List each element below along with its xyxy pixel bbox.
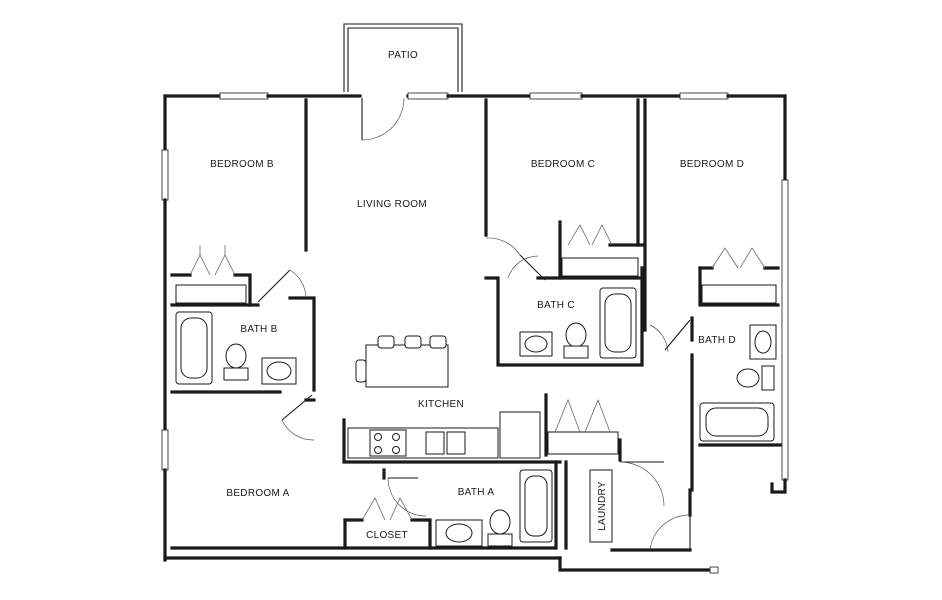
closet-kitchen	[547, 399, 619, 455]
label-bedroom-d: BEDROOM D	[680, 159, 744, 170]
interior-walls	[170, 98, 782, 552]
kitchen-fixtures	[347, 411, 541, 459]
bath-b-fixtures	[175, 311, 297, 385]
closet-bedroom-a	[361, 497, 413, 521]
doors	[257, 97, 691, 551]
label-bedroom-a: BEDROOM A	[226, 488, 289, 499]
label-bath-c: BATH C	[537, 300, 575, 311]
label-living-room: LIVING ROOM	[357, 199, 427, 210]
label-patio: PATIO	[388, 50, 418, 61]
label-bath-b: BATH B	[240, 324, 277, 335]
kitchen-island	[355, 335, 449, 388]
label-laundry: LAUNDRY	[597, 481, 608, 531]
label-closet: CLOSET	[366, 530, 408, 541]
closet-bedroom-c	[561, 224, 639, 277]
label-bath-d: BATH D	[698, 335, 736, 346]
closets	[175, 224, 777, 521]
patio-area	[343, 23, 463, 92]
bath-c-fixtures	[519, 287, 637, 359]
bath-d-fixtures	[699, 324, 777, 442]
label-bedroom-c: BEDROOM C	[531, 159, 595, 170]
bath-a-fixtures	[435, 469, 553, 547]
label-bedroom-b: BEDROOM B	[210, 159, 274, 170]
label-bath-a: BATH A	[458, 487, 495, 498]
label-kitchen: KITCHEN	[418, 399, 464, 410]
room-labels: PATIO BEDROOM B LIVING ROOM BEDROOM C BE…	[210, 50, 744, 541]
closet-bedroom-b	[175, 245, 247, 304]
closet-bedroom-d	[701, 247, 777, 304]
laundry-fixtures	[589, 469, 613, 543]
exterior-walls	[161, 92, 789, 574]
